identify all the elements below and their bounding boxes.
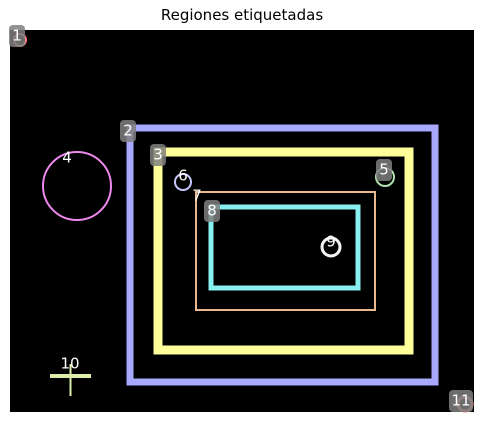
region-8-rect-frame (208, 204, 361, 291)
region-10-cross (50, 364, 91, 396)
region-3-label: 3 (150, 144, 166, 166)
region-2-rect-frame (126, 124, 439, 386)
region-9-small-circle (320, 236, 342, 258)
region-9-label: 9 (326, 233, 336, 251)
region-9-label-text: 9 (326, 233, 336, 251)
region-5-label-box (376, 159, 392, 181)
region-8-label-text: 8 (207, 202, 217, 220)
region-4-label-text: 4 (62, 149, 72, 167)
region-8-label-box (204, 200, 220, 222)
region-3-rect-frame (153, 147, 414, 355)
region-5-label-text: 5 (379, 161, 389, 179)
region-10-label-text: 10 (60, 355, 79, 373)
region-10-label: 10 (60, 355, 79, 373)
region-6-label: 6 (178, 167, 188, 185)
region-2-label: 2 (120, 120, 136, 142)
region-11-label-box (449, 390, 473, 412)
region-6-label-text: 6 (178, 167, 188, 185)
region-4-label: 4 (62, 149, 72, 167)
region-11-label: 11 (449, 390, 473, 412)
region-8-label: 8 (204, 200, 220, 222)
image-background (10, 30, 474, 412)
region-2-label-text: 2 (123, 122, 133, 140)
region-7-label: 7 (192, 187, 202, 205)
region-3-label-box (150, 144, 166, 166)
region-7-label-text: 7 (192, 187, 202, 205)
region-1-label-box (9, 25, 25, 47)
region-7-rect-frame (195, 191, 376, 311)
region-1-label: 1 (9, 25, 25, 47)
region-5-label: 5 (376, 159, 392, 181)
region-6-small-circle (174, 173, 192, 191)
region-11-label-text: 11 (451, 392, 470, 410)
region-3-label-text: 3 (153, 146, 163, 164)
region-1-label-text: 1 (12, 27, 22, 45)
figure-title: Regiones etiquetadas (160, 6, 324, 24)
region-2-label-box (120, 120, 136, 142)
region-4-circle (42, 151, 112, 221)
